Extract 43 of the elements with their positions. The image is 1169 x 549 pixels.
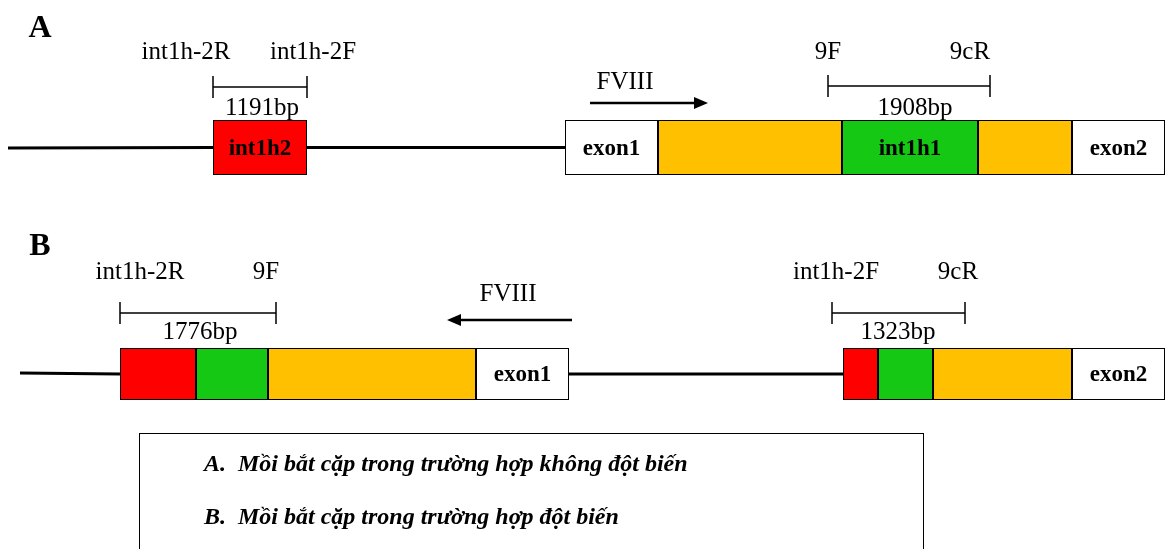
region-label: exon2 bbox=[1089, 361, 1148, 387]
note-text: A. Mồi bắt cặp trong trường hợp không đột biến bbox=[204, 450, 688, 477]
exon-box bbox=[1072, 348, 1165, 400]
intron-box bbox=[842, 120, 978, 175]
primer-label: 9cR bbox=[949, 38, 991, 63]
primer-label: 1323bp bbox=[860, 318, 936, 343]
exon-region bbox=[658, 120, 842, 175]
intron-region bbox=[878, 348, 933, 400]
intron-box bbox=[213, 120, 307, 175]
primer-label: int1h-2R bbox=[95, 258, 185, 283]
chromosome-line bbox=[8, 146, 213, 150]
primer-label: 1191bp bbox=[224, 94, 300, 119]
exon-region bbox=[268, 348, 476, 400]
primer-label: int1h-2R bbox=[141, 38, 231, 63]
primer-label: 1908bp bbox=[877, 94, 953, 119]
region-label: exon2 bbox=[1089, 134, 1148, 161]
intron-region bbox=[196, 348, 268, 400]
primer-label: 9F bbox=[252, 258, 280, 283]
primer-label: int1h-2F bbox=[269, 38, 357, 63]
exon-region bbox=[978, 120, 1072, 175]
region-label: exon1 bbox=[493, 361, 552, 387]
exon-box bbox=[476, 348, 569, 400]
exon-region bbox=[933, 348, 1072, 400]
region-label: int1h1 bbox=[878, 134, 942, 161]
primer-label: int1h-2F bbox=[792, 258, 880, 283]
region-label: exon1 bbox=[582, 134, 641, 161]
region-label: int1h2 bbox=[228, 134, 292, 161]
primer-label: 1776bp bbox=[162, 318, 238, 343]
panel-letter: A bbox=[28, 10, 52, 42]
primer-label: 9cR bbox=[937, 258, 979, 283]
chromosome-line bbox=[20, 371, 120, 376]
primer-label: FVIII bbox=[596, 68, 654, 93]
note-box bbox=[139, 433, 924, 549]
chromosome-line bbox=[307, 146, 565, 149]
chromosome-line bbox=[569, 372, 843, 376]
exon-box bbox=[565, 120, 658, 175]
note-text: B. Mồi bắt cặp trong trường hợp đột biến bbox=[204, 503, 619, 530]
panel-letter: B bbox=[29, 228, 51, 260]
intron-region bbox=[843, 348, 878, 400]
primer-label: FVIII bbox=[479, 280, 537, 305]
intron-region bbox=[120, 348, 196, 400]
exon-box bbox=[1072, 120, 1165, 175]
primer-label: 9F bbox=[814, 38, 842, 63]
